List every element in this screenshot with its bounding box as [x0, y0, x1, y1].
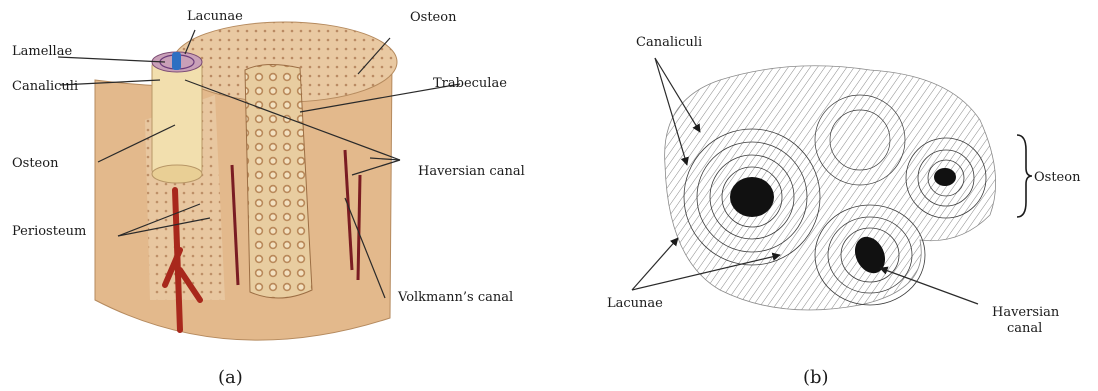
osteon-cylinder-bottom	[152, 165, 202, 183]
label-trabeculae-a: Trabeculae	[433, 76, 507, 91]
osteon-cylinder	[152, 62, 202, 174]
label-lamellae-a: Lamellae	[12, 44, 72, 59]
label-haversian-line1-b: Haversian	[992, 305, 1060, 320]
osteon-brace	[1017, 135, 1032, 217]
label-haversian-line2-b: canal	[1007, 321, 1042, 336]
label-osteon-b: Osteon	[1034, 170, 1081, 185]
label-canaliculi-a: Canaliculi	[12, 79, 78, 94]
label-canaliculi-b: Canaliculi	[636, 35, 702, 50]
osteon-central-canal	[172, 52, 181, 70]
label-lacunae-b: Lacunae	[607, 296, 663, 311]
haversian-canal-1	[730, 177, 774, 217]
label-haversian-canal-a: Haversian canal	[418, 164, 525, 179]
trabecular-region	[245, 64, 312, 298]
panel-b-illustration	[665, 66, 996, 310]
haversian-vessel-3	[358, 175, 360, 280]
label-osteon-top-a: Osteon	[410, 10, 457, 25]
haversian-canal-3	[934, 168, 956, 186]
label-osteon-left-a: Osteon	[12, 156, 59, 171]
caption-b: (b)	[803, 367, 829, 388]
caption-a: (a)	[218, 367, 243, 388]
panel-a-illustration	[95, 22, 397, 340]
label-volkmanns-canal-a: Volkmann’s canal	[397, 290, 513, 305]
label-periosteum-a: Periosteum	[12, 224, 86, 239]
label-lacunae-a: Lacunae	[187, 9, 243, 24]
bone-tissue-section	[665, 66, 996, 310]
